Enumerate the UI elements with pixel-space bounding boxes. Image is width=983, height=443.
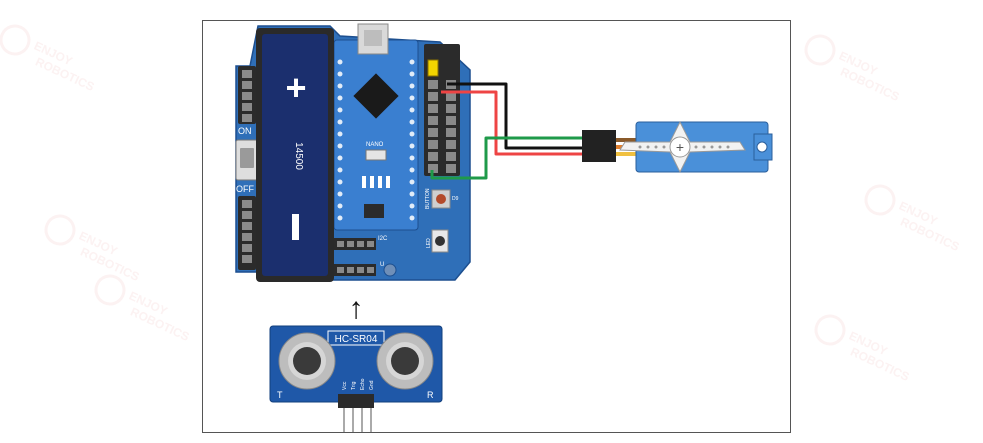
- battery-model: 14500: [293, 142, 304, 170]
- servo-motor: +: [582, 120, 773, 174]
- mount-hole: [383, 263, 397, 277]
- battery-plus: +: [285, 67, 306, 108]
- hc-sr04-sensor: HC-SR04 T R Vcc Trig Echo Gnd: [269, 325, 443, 432]
- power-switch-knob[interactable]: [240, 148, 254, 168]
- wire-green: [430, 136, 600, 180]
- d9-label: D9: [452, 196, 459, 202]
- svg-text:+: +: [676, 139, 684, 155]
- arrow-up-icon: ↑: [349, 292, 364, 325]
- battery-14500: + 14500: [256, 28, 334, 282]
- sensor-name: HC-SR04: [335, 334, 378, 345]
- sensor-r-label: R: [427, 390, 434, 400]
- nano-label: NANO: [366, 142, 384, 148]
- shield-led-lens: [435, 236, 445, 246]
- nano-pins: [337, 59, 415, 221]
- shield-button-cap[interactable]: [436, 194, 446, 204]
- button-label: BUTTON: [425, 188, 431, 209]
- wire-black: [447, 82, 600, 150]
- sensor-t-label: T: [277, 390, 283, 400]
- sensor-pin-vcc: Vcc: [342, 381, 348, 390]
- servo-connector: [582, 130, 616, 162]
- nano-reset-button[interactable]: [365, 149, 387, 161]
- sensor-pins: [343, 408, 372, 432]
- switch-off-label: OFF: [236, 184, 254, 194]
- i2c-label: I2C: [378, 236, 388, 242]
- arduino-nano: NANO: [333, 23, 419, 231]
- switch-on-label: ON: [238, 126, 252, 136]
- sensor-pin-gnd: Gnd: [369, 380, 375, 390]
- icsp-header: [364, 204, 384, 218]
- sensor-header: [338, 394, 374, 408]
- servo-wires: [430, 82, 600, 180]
- wire-red: [441, 90, 600, 156]
- yellow-jumper: [427, 59, 439, 77]
- ultrasonic-header: [334, 264, 376, 276]
- nano-leds: [362, 176, 390, 188]
- sensor-pin-trig: Trig: [351, 381, 357, 390]
- battery-minus: [292, 214, 299, 240]
- sensor-pin-echo: Echo: [360, 378, 366, 390]
- led-label: LED: [426, 238, 432, 248]
- i2c-header: [334, 238, 376, 250]
- uart-label: U: [380, 262, 384, 268]
